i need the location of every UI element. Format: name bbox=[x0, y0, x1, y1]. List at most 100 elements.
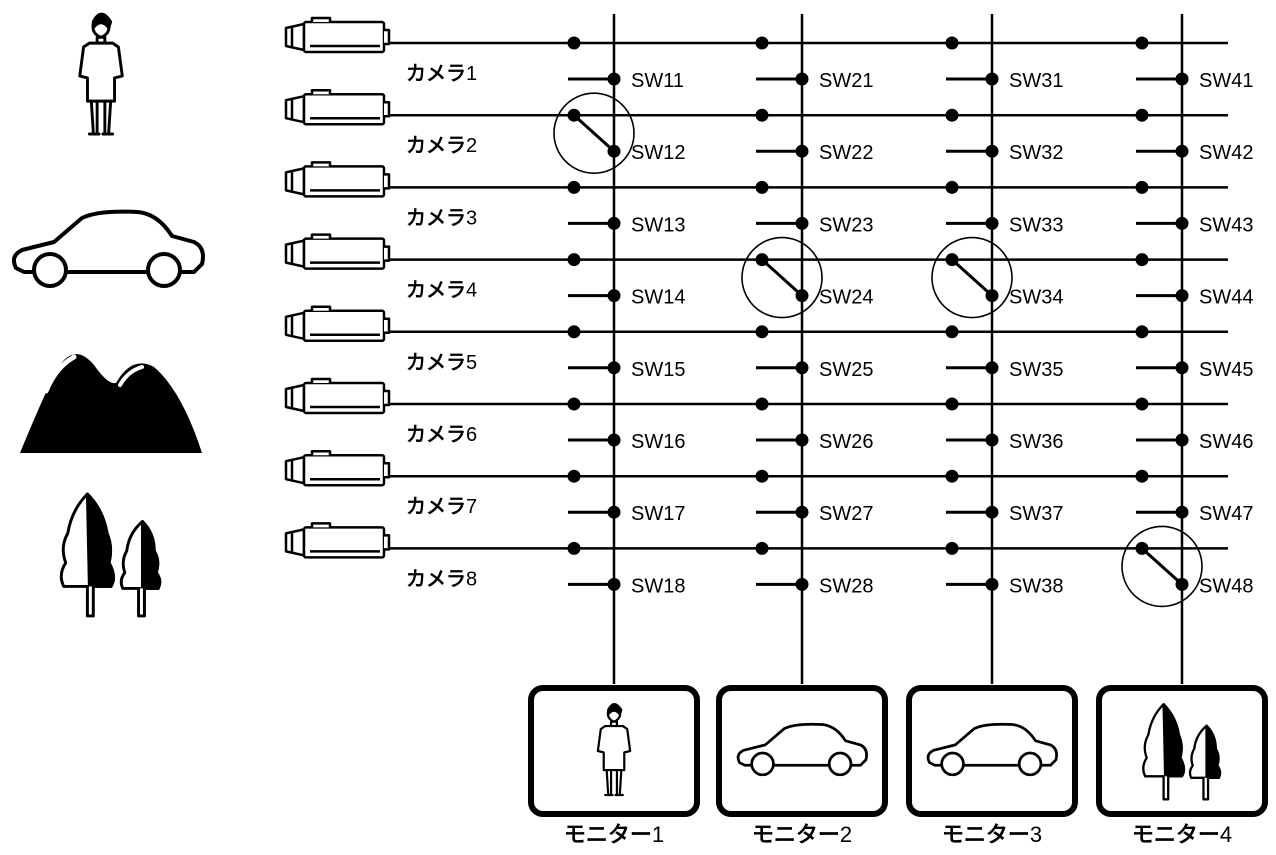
switch-label: SW43 bbox=[1199, 214, 1253, 236]
camera-label-prefix: カメラ bbox=[406, 207, 466, 229]
switch-input-contact bbox=[1135, 108, 1149, 122]
monitor-4: モニター4 bbox=[1096, 685, 1268, 847]
camera-icon bbox=[284, 161, 391, 198]
switch-label: SW24 bbox=[819, 287, 873, 309]
switch-label: SW26 bbox=[819, 431, 873, 453]
switch-label: SW13 bbox=[631, 214, 685, 236]
switch-input-contact bbox=[567, 541, 581, 555]
monitor-1: モニター1 bbox=[528, 685, 700, 847]
monitor-3: モニター3 bbox=[906, 685, 1078, 847]
switch-sw18: SW18 bbox=[567, 541, 685, 597]
camera-label-prefix: カメラ bbox=[406, 135, 466, 157]
camera-icon bbox=[284, 377, 391, 415]
switch-sw15: SW15 bbox=[567, 325, 685, 381]
switch-input-contact bbox=[567, 397, 581, 411]
switch-sw16: SW16 bbox=[567, 397, 685, 453]
closed-switch-highlight-circle bbox=[1121, 525, 1203, 608]
switch-lever-closed bbox=[572, 114, 616, 153]
switch-input-contact bbox=[567, 253, 581, 267]
switch-label: SW31 bbox=[1009, 70, 1063, 92]
camera-label: カメラ7 bbox=[406, 496, 477, 518]
camera-label-prefix: カメラ bbox=[406, 496, 466, 518]
monitor-label-number: 3 bbox=[1030, 822, 1042, 847]
camera-label: カメラ6 bbox=[406, 424, 477, 446]
switch-label: SW15 bbox=[631, 359, 685, 381]
switch-sw12: SW12 bbox=[553, 92, 685, 174]
camera-label: カメラ1 bbox=[406, 63, 477, 85]
switch-input-contact bbox=[567, 325, 581, 339]
switch-label: SW11 bbox=[631, 70, 684, 92]
monitor-label-prefix: モニター bbox=[942, 822, 1030, 847]
switch-sw34: SW34 bbox=[931, 236, 1063, 319]
camera-label-number: 4 bbox=[466, 280, 477, 302]
switch-label: SW22 bbox=[819, 142, 873, 164]
switch-sw17: SW17 bbox=[567, 469, 685, 525]
monitor-label: モニター3 bbox=[942, 822, 1042, 847]
switch-label: SW38 bbox=[1009, 575, 1063, 597]
switch-label: SW35 bbox=[1009, 359, 1063, 381]
switch-input-contact bbox=[755, 108, 769, 122]
switch-sw43: SW43 bbox=[1135, 180, 1253, 236]
car-icon bbox=[12, 209, 205, 288]
switch-sw28: SW28 bbox=[755, 541, 873, 597]
camera-label: カメラ4 bbox=[406, 280, 477, 302]
camera-label-prefix: カメラ bbox=[406, 352, 466, 374]
camera-label-number: 2 bbox=[466, 135, 477, 157]
switch-sw26: SW26 bbox=[755, 397, 873, 453]
switch-label: SW46 bbox=[1199, 431, 1253, 453]
closed-switch-highlight-circle bbox=[741, 236, 823, 319]
camera-label: カメラ2 bbox=[406, 135, 477, 157]
trees-icon bbox=[59, 492, 162, 618]
monitor-label: モニター1 bbox=[564, 822, 664, 847]
switch-input-contact bbox=[1135, 397, 1149, 411]
camera-label-number: 8 bbox=[466, 568, 477, 590]
camera-label-number: 3 bbox=[466, 207, 477, 229]
switch-sw36: SW36 bbox=[945, 397, 1063, 453]
switch-label: SW23 bbox=[819, 214, 873, 236]
switch-sw31: SW31 bbox=[945, 36, 1063, 92]
camera-label-prefix: カメラ bbox=[406, 568, 466, 590]
switch-input-contact bbox=[1135, 469, 1149, 483]
switch-label: SW32 bbox=[1009, 142, 1063, 164]
monitor-label: モニター2 bbox=[752, 822, 852, 847]
switch-label: SW28 bbox=[819, 575, 873, 597]
switch-sw41: SW41 bbox=[1135, 36, 1253, 92]
switch-input-contact bbox=[755, 541, 769, 555]
switch-input-contact bbox=[1135, 253, 1149, 267]
switch-input-contact bbox=[945, 325, 959, 339]
switch-label: SW37 bbox=[1009, 503, 1063, 525]
switch-label: SW14 bbox=[631, 287, 685, 309]
switch-input-contact bbox=[755, 180, 769, 194]
switch-sw13: SW13 bbox=[567, 180, 685, 236]
switch-input-contact bbox=[567, 36, 581, 50]
camera-label-number: 6 bbox=[466, 424, 477, 446]
switch-input-contact bbox=[945, 36, 959, 50]
camera-icon bbox=[284, 449, 391, 487]
monitor-label-number: 1 bbox=[652, 822, 664, 847]
switch-input-contact bbox=[1135, 180, 1149, 194]
switch-sw11: SW11 bbox=[567, 36, 684, 92]
switch-label: SW48 bbox=[1199, 575, 1253, 597]
switch-label: SW45 bbox=[1199, 359, 1253, 381]
switch-label: SW36 bbox=[1009, 431, 1063, 453]
switch-sw47: SW47 bbox=[1135, 469, 1253, 525]
switch-sw14: SW14 bbox=[567, 253, 685, 309]
monitor-2: モニター2 bbox=[716, 685, 888, 847]
switch-input-contact bbox=[945, 541, 959, 555]
switch-label: SW47 bbox=[1199, 503, 1253, 525]
switch-label: SW41 bbox=[1199, 70, 1253, 92]
closed-switch-highlight-circle bbox=[931, 236, 1013, 319]
switch-input-contact bbox=[1135, 325, 1149, 339]
camera-label: カメラ5 bbox=[406, 352, 477, 374]
camera-icon bbox=[284, 233, 391, 270]
closed-switch-highlight-circle bbox=[553, 92, 635, 174]
switch-sw37: SW37 bbox=[945, 469, 1063, 525]
switch-sw45: SW45 bbox=[1135, 325, 1253, 381]
person-icon bbox=[78, 12, 124, 136]
camera-label-number: 5 bbox=[466, 352, 477, 374]
switch-label: SW44 bbox=[1199, 287, 1253, 309]
switch-label: SW27 bbox=[819, 503, 873, 525]
switch-sw35: SW35 bbox=[945, 325, 1063, 381]
